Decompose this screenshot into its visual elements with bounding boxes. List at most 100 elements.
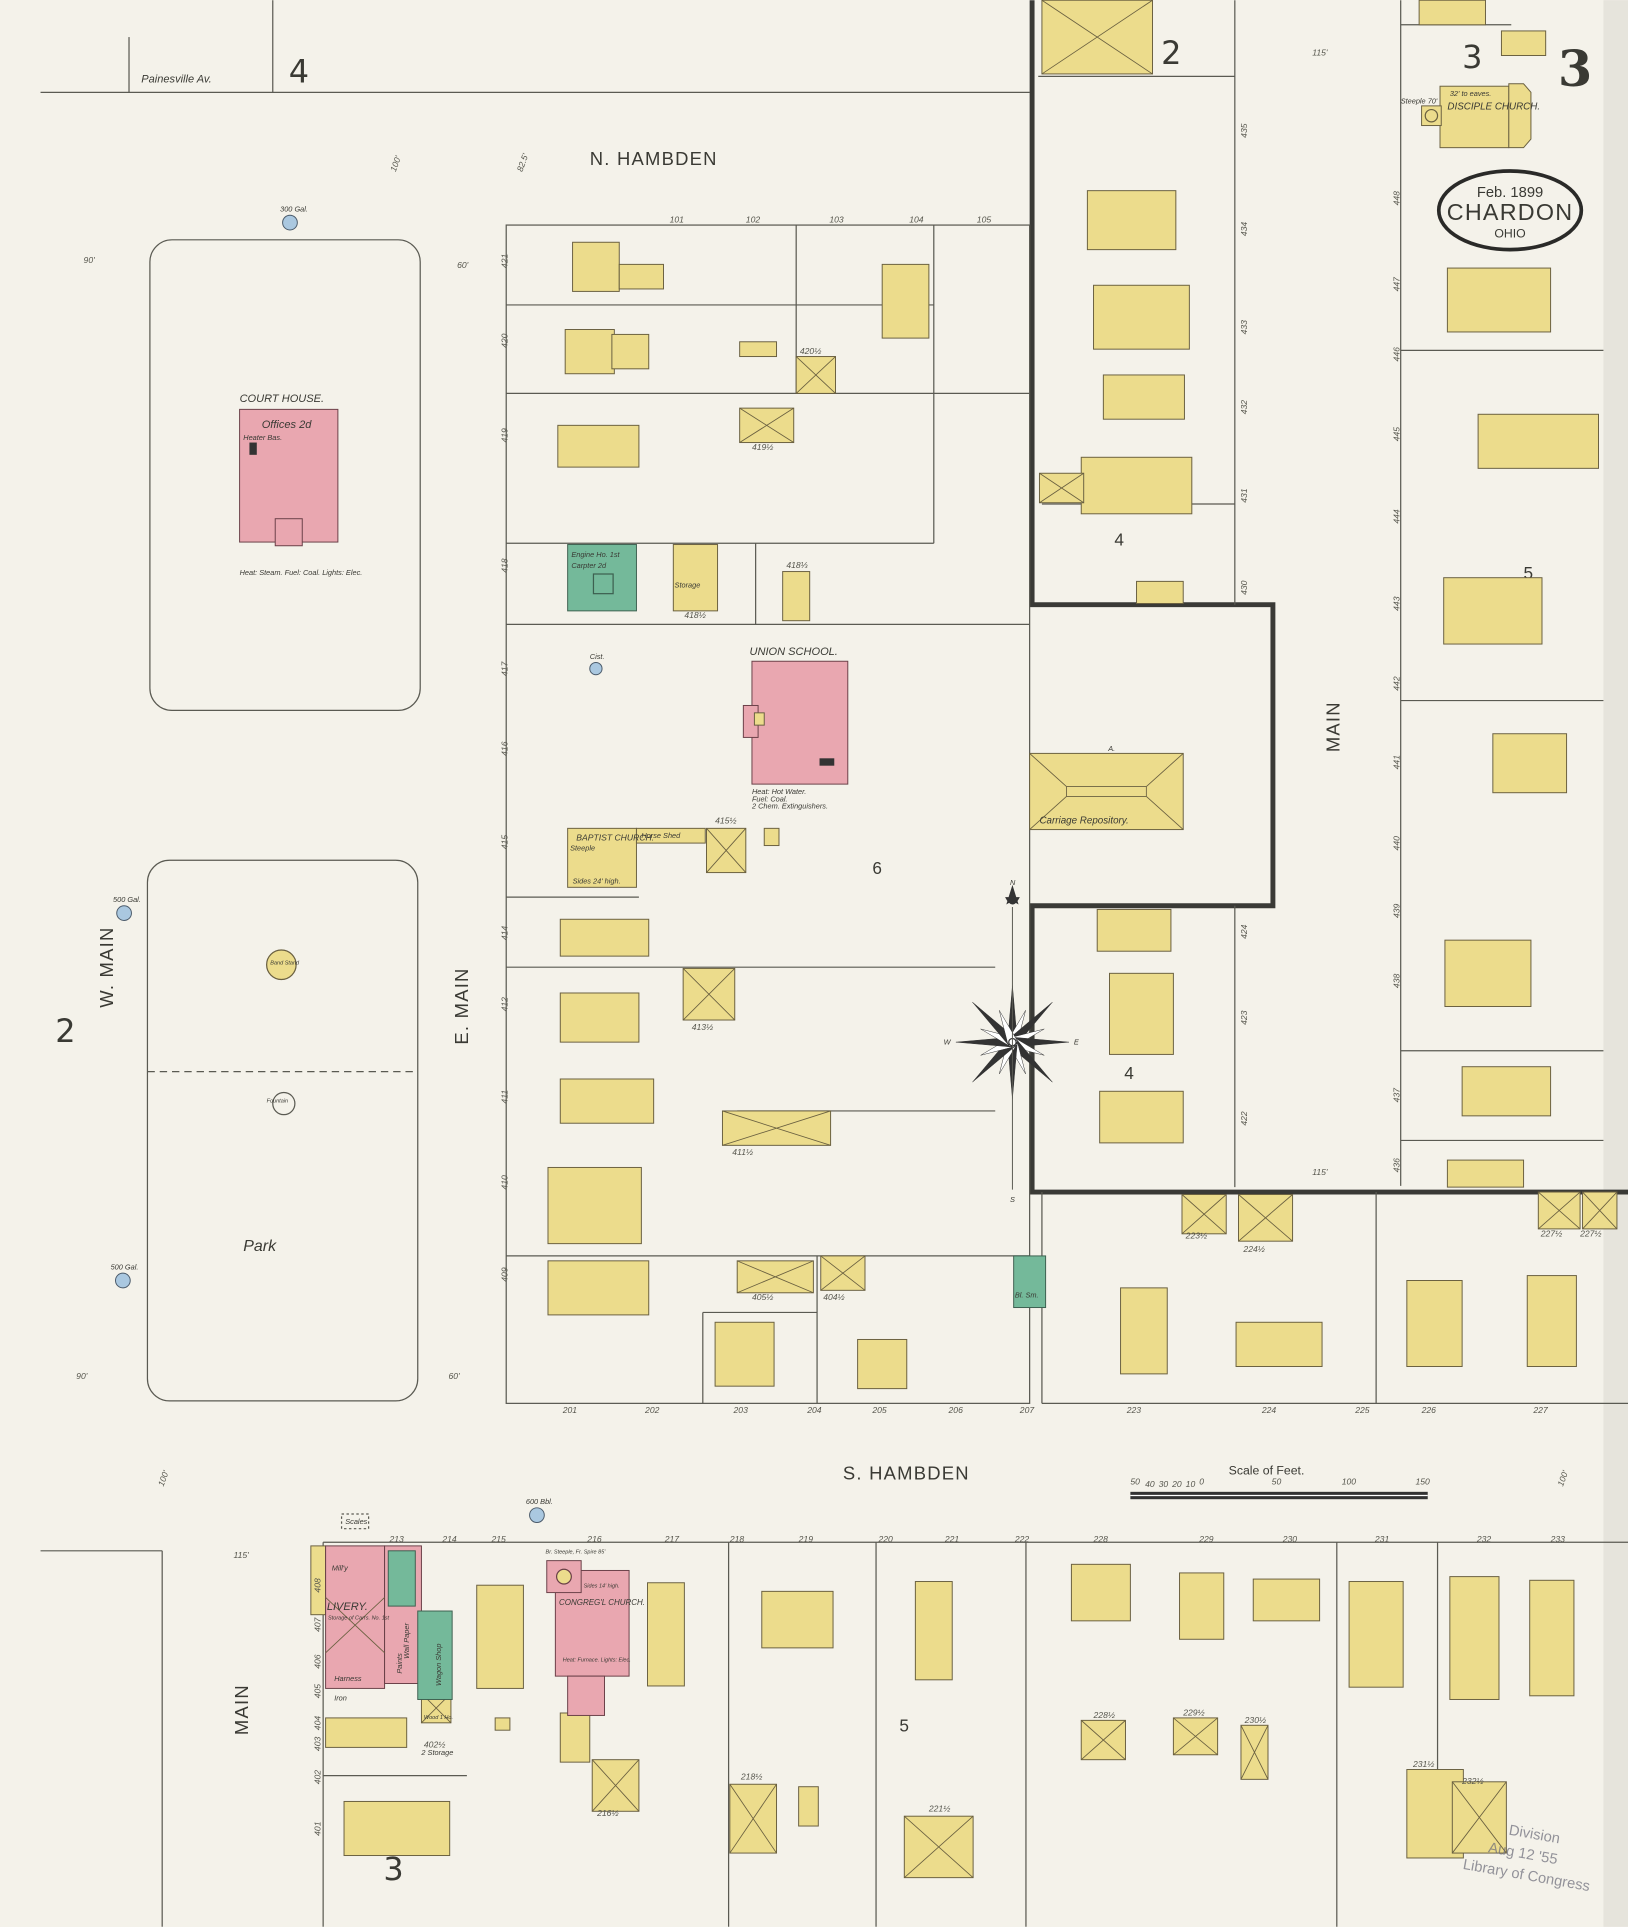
- congregational-church[interactable]: Br. Steeple, Fr. Spire 85' Sides 14' hig…: [546, 1549, 645, 1716]
- dwelling[interactable]: [1443, 577, 1543, 645]
- water-tank-icon: [282, 214, 298, 231]
- dwelling[interactable]: [1080, 456, 1193, 515]
- dwelling[interactable]: [881, 263, 930, 339]
- baptist-church[interactable]: BAPTIST CHURCH. Steeple Sides 24' high. …: [567, 827, 706, 888]
- sub-number: 227½: [1540, 1228, 1563, 1238]
- dwelling[interactable]: [559, 992, 640, 1043]
- dwelling[interactable]: [1461, 1066, 1552, 1117]
- shed-cross: [682, 968, 736, 1021]
- dwelling[interactable]: [739, 341, 778, 358]
- dwelling[interactable]: [1446, 1159, 1525, 1188]
- dwelling[interactable]: [343, 1800, 451, 1857]
- shed-cross: [1582, 1191, 1618, 1230]
- dwelling[interactable]: [1406, 1280, 1463, 1367]
- carriage-repository[interactable]: A. Carriage Repository.: [1029, 744, 1184, 831]
- livery-building[interactable]: [325, 1545, 386, 1689]
- dwelling[interactable]: [547, 1166, 642, 1245]
- dwelling[interactable]: [1252, 1578, 1321, 1622]
- livery-block[interactable]: Mill'y LIVERY. Storage of Carrs. No. 1st…: [310, 1513, 454, 1757]
- offices-label: Offices 2d: [262, 419, 313, 431]
- dwelling[interactable]: [1136, 580, 1184, 604]
- dwelling[interactable]: [1109, 972, 1174, 1055]
- dwelling[interactable]: [1096, 908, 1172, 952]
- map-city: CHARDON: [1447, 199, 1574, 225]
- disciple-church[interactable]: 32' to eaves. DISCIPLE CHURCH. Steeple 7…: [1401, 83, 1540, 149]
- adjoining-sheet-number: 2: [1161, 34, 1181, 72]
- steeple-icon: [1424, 108, 1439, 123]
- fountain[interactable]: [272, 1091, 296, 1116]
- disciple-church-building[interactable]: [1439, 85, 1510, 149]
- dwelling[interactable]: [763, 827, 780, 847]
- dwelling[interactable]: [647, 1582, 685, 1687]
- dwelling[interactable]: [1492, 733, 1568, 794]
- street-label-main: MAIN: [231, 1684, 252, 1735]
- dwelling[interactable]: [782, 571, 811, 622]
- dwelling[interactable]: [494, 1717, 511, 1731]
- dwelling[interactable]: [1477, 413, 1600, 469]
- dwelling[interactable]: [1348, 1581, 1404, 1688]
- storage-building-rect[interactable]: [672, 544, 719, 612]
- church-rear-wing: [567, 1675, 606, 1716]
- dwelling[interactable]: [798, 1786, 819, 1827]
- dwelling[interactable]: [1102, 374, 1185, 420]
- blacksmith-building[interactable]: [1013, 1255, 1047, 1309]
- baptist-sides: Sides 24' high.: [573, 877, 621, 886]
- dwelling[interactable]: [557, 424, 640, 468]
- dwelling[interactable]: [547, 1260, 650, 1316]
- union-school[interactable]: UNION SCHOOL. Heat: Hot Water. Fuel: Coa…: [742, 646, 849, 811]
- carriage-repository-building[interactable]: [1029, 752, 1184, 831]
- dwelling[interactable]: [564, 329, 615, 375]
- house-number: 406: [313, 1654, 323, 1669]
- wagon-shop[interactable]: [417, 1610, 453, 1700]
- dwelling[interactable]: [1120, 1287, 1168, 1375]
- blacksmith-shop[interactable]: Bl. Sm.: [1013, 1255, 1047, 1309]
- house-number: 430: [1239, 580, 1249, 595]
- house-number: 403: [313, 1737, 323, 1752]
- dwelling[interactable]: [914, 1581, 953, 1681]
- dwelling[interactable]: [1093, 284, 1190, 350]
- dwelling[interactable]: [325, 1717, 408, 1748]
- dwelling[interactable]: [1446, 267, 1552, 333]
- dwelling[interactable]: [1418, 0, 1486, 26]
- house-number: 445: [1391, 427, 1401, 442]
- dwelling[interactable]: [1086, 190, 1177, 251]
- park-outline: [146, 859, 419, 1402]
- sub-number: 228½: [1093, 1710, 1116, 1720]
- dwelling[interactable]: [1179, 1572, 1225, 1640]
- engine-house[interactable]: Engine Ho. 1st Carpter 2d: [567, 544, 637, 612]
- dwelling[interactable]: [559, 918, 650, 957]
- dwelling[interactable]: [559, 1078, 655, 1124]
- dwelling[interactable]: [618, 263, 664, 290]
- band-stand[interactable]: [266, 949, 297, 981]
- house-number: 102: [746, 215, 761, 225]
- dwelling[interactable]: [1235, 1321, 1323, 1367]
- adjoining-sheet-number: 3: [383, 1850, 403, 1888]
- dwelling[interactable]: [1070, 1563, 1131, 1622]
- dwelling[interactable]: [714, 1321, 775, 1387]
- street-label-w-main: W. MAIN: [96, 926, 117, 1007]
- storage-building[interactable]: Storage: [672, 544, 719, 612]
- engine-house-building[interactable]: [567, 544, 637, 612]
- court-house[interactable]: COURT HOUSE. Offices 2d Heater Bas. Heat…: [239, 393, 363, 577]
- tank-capacity: 500 Gal.: [111, 1262, 139, 1271]
- school-notes: 2 Chem. Extinguishers.: [751, 802, 828, 811]
- compass-rose: N S E W: [944, 878, 1079, 1204]
- dwelling[interactable]: [611, 333, 650, 370]
- dwelling[interactable]: [572, 241, 620, 292]
- dwelling[interactable]: [1526, 1275, 1577, 1367]
- dwelling[interactable]: [1099, 1090, 1184, 1144]
- dwelling[interactable]: [761, 1590, 834, 1649]
- dwelling[interactable]: [1529, 1579, 1575, 1697]
- baptist-church-building[interactable]: [567, 827, 637, 888]
- dwelling[interactable]: [476, 1584, 524, 1689]
- dwelling[interactable]: [1449, 1576, 1500, 1700]
- congregational-church-building[interactable]: [554, 1569, 630, 1677]
- house-number: 431: [1239, 488, 1249, 503]
- dwelling[interactable]: [1444, 939, 1532, 1007]
- house-number: 217: [664, 1534, 681, 1544]
- dwelling[interactable]: [559, 1712, 591, 1763]
- dwelling[interactable]: [857, 1338, 908, 1390]
- dwelling[interactable]: [1500, 30, 1547, 56]
- cong-notes: Heat: Furnace. Lights: Elec.: [563, 1657, 631, 1663]
